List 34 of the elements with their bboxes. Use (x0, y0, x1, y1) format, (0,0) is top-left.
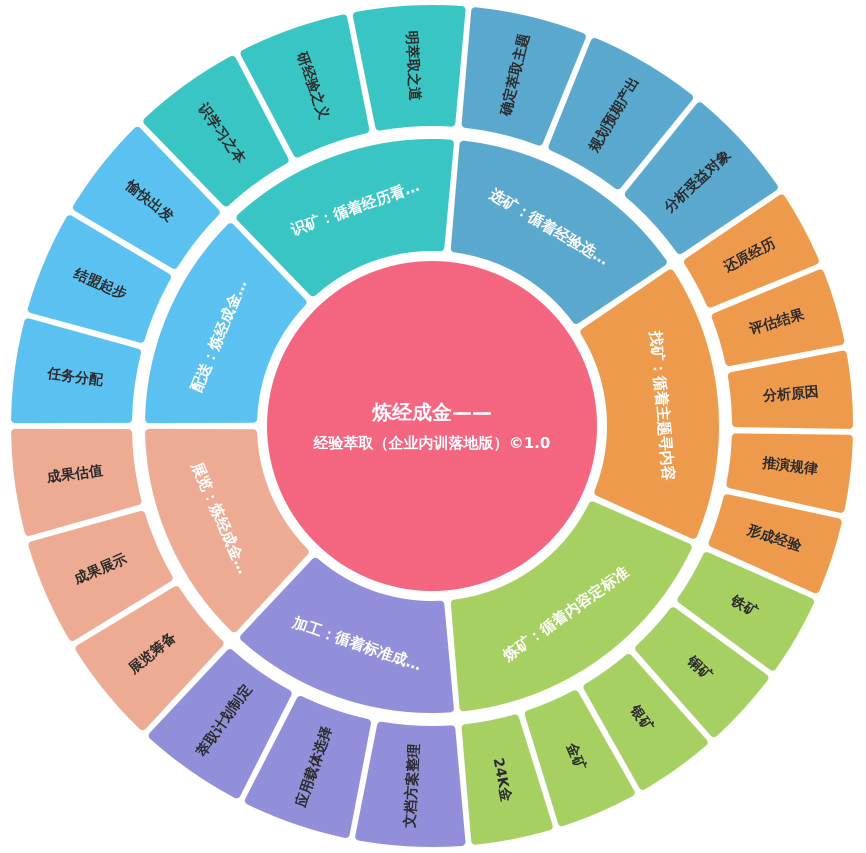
segment-label: 铁矿 (728, 593, 760, 620)
segment-label: 应用载体选择 (294, 724, 336, 810)
segment-label: 愉快出发 (122, 179, 176, 226)
segment-label: 选矿：循着经验选… (486, 186, 612, 268)
segment-label: 分析原因 (762, 384, 820, 405)
segment-label: 展览：炼经成金… (188, 460, 252, 576)
segment-label: 萃取计划制定 (194, 682, 256, 760)
segment-label: 规划预期产出 (587, 75, 643, 156)
segment-label: 成果展示 (72, 552, 130, 588)
center-subtitle: 经验萃取（企业内训落地版）©1.0 (314, 434, 550, 453)
segment-label: 明萃取之道 (402, 30, 422, 102)
segment-label: 炼矿：循着内容定标准 (500, 564, 632, 664)
segment-label: 展览筹备 (126, 630, 180, 678)
center-title: 炼经成金—— (372, 399, 492, 426)
segment-label: 24K金 (490, 756, 514, 803)
segment-label: 配送：炼经成金… (188, 277, 250, 394)
segment-label: 确定萃取主题 (498, 32, 534, 118)
segment-label: 铜矿 (683, 654, 714, 684)
segment-label: 找矿：循着主题寻内容 (647, 330, 677, 482)
segment-label: 文档方案整理 (403, 744, 423, 828)
segment-label: 推演规律 (761, 456, 819, 478)
segment-label: 银矿 (626, 704, 656, 736)
segment-label: 任务分配 (46, 366, 104, 390)
segment-label: 识矿：循着经历看… (288, 178, 422, 239)
segment-label: 金矿 (562, 741, 588, 773)
segment-label: 分析受益对象 (662, 148, 734, 216)
segment-label: 研经验之义 (292, 50, 331, 122)
segment-label: 加工：循着标准成… (290, 614, 424, 674)
segment-label: 形成经验 (745, 522, 804, 555)
segment-label: 成果估值 (46, 464, 104, 487)
segment-label: 识学习之本 (194, 100, 248, 167)
segment-label: 结盟起步 (71, 267, 129, 304)
segment-label: 评估结果 (748, 308, 806, 338)
segment-label: 还原经历 (721, 236, 778, 276)
